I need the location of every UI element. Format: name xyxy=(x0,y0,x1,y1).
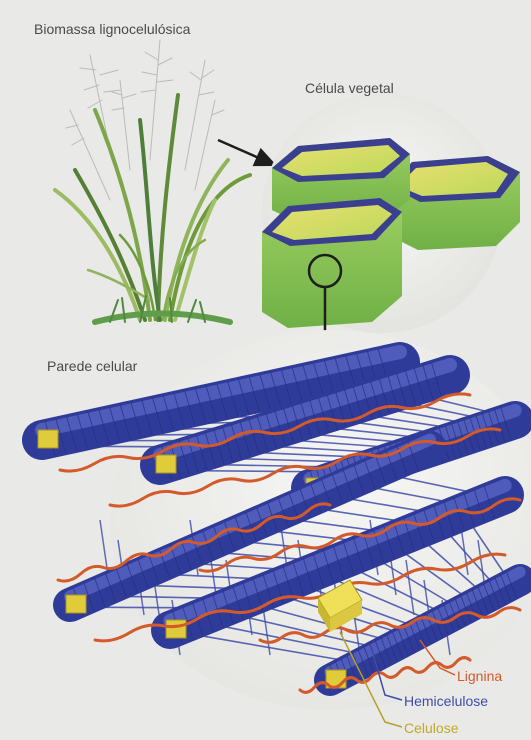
plant-cell-front xyxy=(262,198,402,328)
cellulose-tip xyxy=(66,595,86,613)
grass-plant xyxy=(55,40,250,322)
cellulose-tip xyxy=(38,430,58,448)
cellulose-tip xyxy=(156,455,176,473)
arrow-to-cell xyxy=(218,140,268,162)
legend-cellulose: Celulose xyxy=(404,720,458,736)
legend-lignin: Lignina xyxy=(457,668,502,684)
plant-cell-illustration xyxy=(262,93,520,345)
label-cell-wall: Parede celular xyxy=(47,358,137,374)
label-biomass: Biomassa lignocelulósica xyxy=(34,21,190,37)
label-plant-cell: Célula vegetal xyxy=(305,80,394,96)
cellulose-tip xyxy=(166,620,186,638)
legend-hemicellulose: Hemicelulose xyxy=(404,693,488,709)
